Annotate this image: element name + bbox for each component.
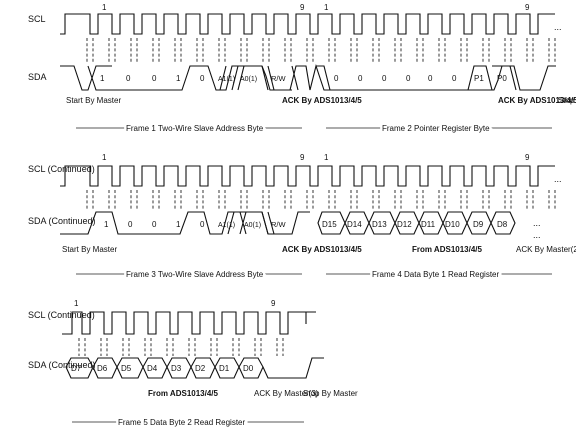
bit-2-7: P0 [497, 74, 507, 83]
scl-waveform-1 [60, 13, 555, 35]
bit-2-2: 0 [382, 74, 387, 83]
pulse-3-start: 1 [102, 153, 107, 162]
note-2-2: From ADS1013/4/5 [412, 245, 483, 254]
note-2-1: ACK By ADS1013/4/5 [282, 245, 362, 254]
bit-3-5: A1(1) [218, 222, 235, 229]
bit-4-6: D9 [473, 220, 484, 229]
bit-4-1: D14 [347, 220, 362, 229]
bit-3-3: 1 [176, 220, 181, 229]
bit-2-1: 0 [358, 74, 363, 83]
sda-bus-1b [219, 65, 517, 91]
note-1-1: ACK By ADS1013/4/5 [282, 96, 362, 105]
pulse-5-start: 1 [74, 299, 79, 308]
dashed-guides-3 [78, 338, 284, 356]
bit-2-0: 0 [334, 74, 339, 83]
note-1-2: ACK By ADS1013/4/5 [498, 96, 576, 105]
pulse-5-end: 9 [271, 299, 276, 308]
dashed-guides-2 [86, 190, 556, 210]
sda-label-2: SDA (Continued) [28, 216, 96, 226]
note-3-2: Stop By Master [303, 389, 358, 398]
bit-5-5: D2 [195, 364, 206, 373]
pulse-1-start: 1 [102, 3, 107, 12]
bit-1-0: 1 [100, 74, 105, 83]
bit-1-6: A0(1) [240, 76, 257, 83]
note-2-0: Start By Master [62, 245, 117, 254]
frame-1: Frame 1 Two-Wire Slave Address Byte [126, 124, 264, 133]
sda-bus-3 [65, 357, 264, 379]
frame-3: Frame 3 Two-Wire Slave Address Byte [126, 270, 264, 279]
bit-2-5: 0 [452, 74, 457, 83]
ellipsis-sda-2b: ... [533, 230, 541, 240]
bit-3-6: A0(1) [244, 222, 261, 229]
scl-waveform-3 [62, 311, 316, 335]
bit-3-2: 0 [152, 220, 157, 229]
bit-1-5: A1(1) [218, 76, 235, 83]
bit-1-3: 1 [176, 74, 181, 83]
bit-4-5: D10 [445, 220, 460, 229]
pulse-2-start: 1 [324, 3, 329, 12]
bit-1-2: 0 [152, 74, 157, 83]
scl-waveform-2 [60, 165, 555, 187]
sda-label-1: SDA [28, 72, 47, 82]
pulse-4-start: 1 [324, 153, 329, 162]
pulse-2-end: 9 [525, 3, 530, 12]
bit-5-7: D0 [243, 364, 254, 373]
bit-5-3: D4 [147, 364, 158, 373]
row-3: SCL (Continued) SDA (Continued) 1 9 D7 D… [28, 299, 358, 430]
scl-label-3: SCL (Continued) [28, 310, 95, 320]
pulse-4-end: 9 [525, 153, 530, 162]
bit-3-4: 0 [200, 220, 205, 229]
bit-2-3: 0 [406, 74, 411, 83]
bit-4-7: D8 [497, 220, 508, 229]
pulse-1-end: 9 [300, 3, 305, 12]
bit-1-4: 0 [200, 74, 205, 83]
bit-5-2: D5 [121, 364, 132, 373]
bit-1-7: R/W [271, 74, 287, 83]
frame-5: Frame 5 Data Byte 2 Read Register [118, 418, 246, 427]
ellipsis-scl-1: ... [554, 22, 562, 32]
bit-5-6: D1 [219, 364, 230, 373]
sda-label-3: SDA (Continued) [28, 360, 96, 370]
note-1-0: Start By Master [66, 96, 121, 105]
note-1-3: Stop By Ma [558, 96, 576, 105]
row-1: SCL SDA 1 9 1 9 ... [28, 3, 576, 136]
bit-3-7: R/W [271, 220, 287, 229]
pulse-3-end: 9 [300, 153, 305, 162]
sda-bus-2a [227, 211, 290, 235]
bit-5-0: D7 [71, 364, 82, 373]
bit-1-1: 0 [126, 74, 131, 83]
note-3-1: ACK By Master(3) [254, 389, 319, 398]
sda-bus-2b [317, 211, 516, 235]
bit-4-3: D12 [397, 220, 412, 229]
frame-2: Frame 2 Pointer Register Byte [382, 124, 490, 133]
dashed-guides-1 [86, 38, 556, 62]
bit-5-1: D6 [97, 364, 108, 373]
bit-4-4: D11 [421, 220, 436, 229]
ellipsis-sda-2: ... [533, 218, 541, 228]
note-3-0: From ADS1013/4/5 [148, 389, 219, 398]
bit-2-4: 0 [428, 74, 433, 83]
scl-label-2: SCL (Continued) [28, 164, 95, 174]
bit-3-1: 0 [128, 220, 133, 229]
ellipsis-scl-2: ... [554, 174, 562, 184]
sda-waveform-3 [262, 357, 324, 379]
bit-3-0: 1 [104, 220, 109, 229]
scl-label-1: SCL [28, 14, 46, 24]
bit-2-6: P1 [474, 74, 484, 83]
bit-4-0: D15 [322, 220, 337, 229]
bit-5-4: D3 [171, 364, 182, 373]
frame-4: Frame 4 Data Byte 1 Read Register [372, 270, 500, 279]
bit-4-2: D13 [372, 220, 387, 229]
sda-waveform-1 [60, 64, 556, 91]
note-2-3: ACK By Master(2) [516, 245, 576, 254]
row-2: SCL (Continued) SDA (Continued) 1 9 1 9 … [28, 153, 576, 282]
